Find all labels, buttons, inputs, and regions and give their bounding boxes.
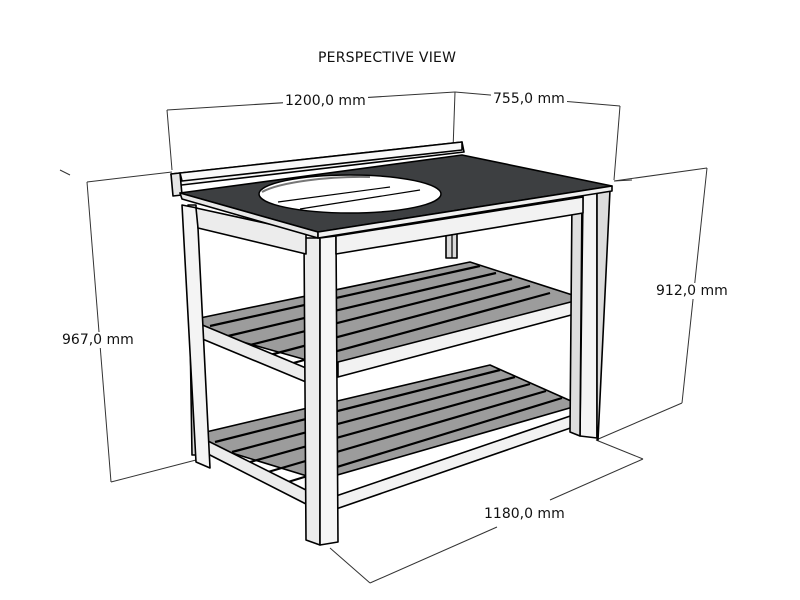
dimension-width-top: 1200,0 mm xyxy=(283,93,368,109)
front-legs xyxy=(181,189,611,546)
dimension-height-left: 967,0 mm xyxy=(60,332,136,348)
dimension-width-bottom: 1180,0 mm xyxy=(482,506,567,522)
upper-shelf xyxy=(199,261,591,383)
sink-cutout xyxy=(258,174,442,214)
diagram-title: PERSPECTIVE VIEW xyxy=(318,50,457,66)
countertop xyxy=(170,141,613,239)
lower-shelf xyxy=(205,364,583,510)
dimension-depth-top: 755,0 mm xyxy=(491,91,567,107)
dimension-height-right: 912,0 mm xyxy=(654,283,730,299)
